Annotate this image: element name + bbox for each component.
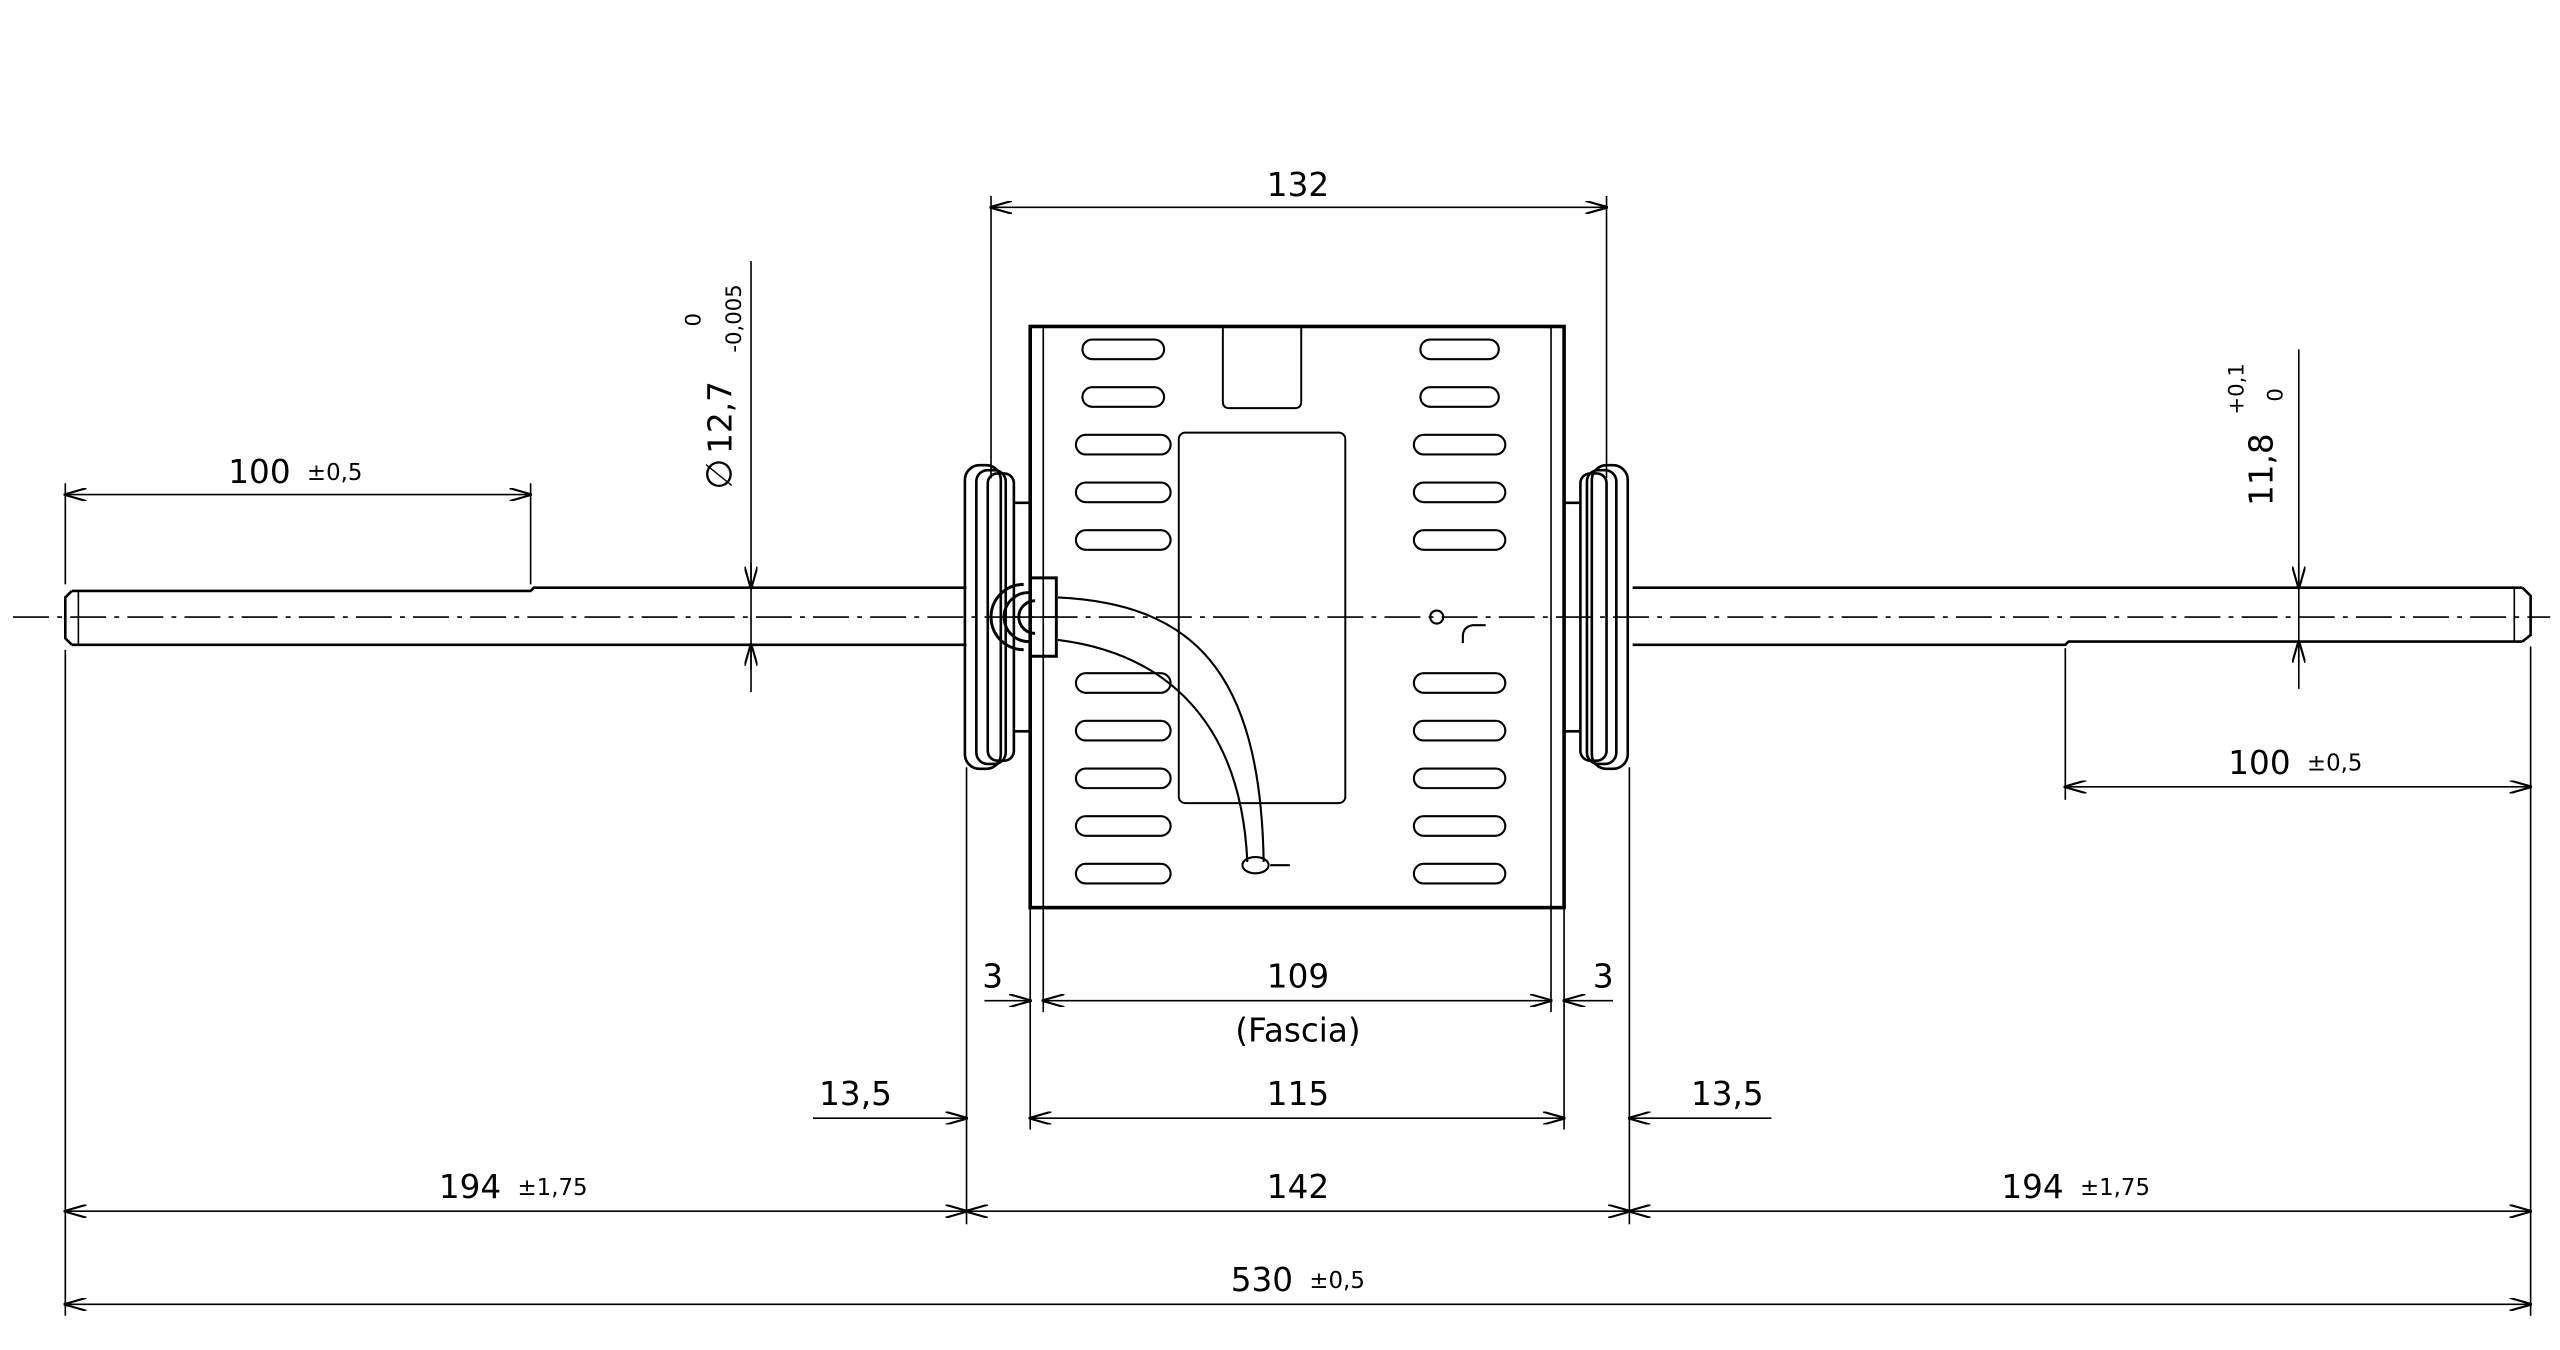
power-cable [1057,596,1486,875]
vent-slot [1412,719,1507,742]
ventilation-slots [1074,338,1507,885]
dim-diameter-tol-lower: -0,005 [722,284,747,352]
dim-13-5-right: 13,5 [1691,1075,1764,1113]
dim-194-left-tol: ±1,75 [518,1175,588,1201]
vent-slot [1074,529,1172,551]
dim-194-right: 194 [2001,1168,2063,1206]
dim-fascia-label: (Fascia) [1235,1011,1360,1049]
dim-3-right: 3 [1593,958,1614,996]
vent-slot [1074,862,1172,885]
dim-13-5-left: 13,5 [819,1075,892,1113]
dim-diameter: 12,7 [701,381,739,454]
dim-194-right-tol: ±1,75 [2080,1175,2150,1201]
vent-slot [1074,672,1172,694]
dim-flat-tol-upper: +0,1 [2224,363,2249,415]
diameter-symbol-icon: ∅ [699,458,740,489]
dim-194-left: 194 [439,1168,501,1206]
dim-142: 142 [1267,1168,1329,1206]
extension-lines [64,195,2532,1316]
dim-3-left: 3 [982,958,1003,996]
right-hub [1564,463,1630,771]
vent-slot [1419,338,1500,361]
vent-slot [1081,386,1166,408]
dim-flat: 11,8 [2243,433,2281,506]
vent-slot [1412,481,1507,504]
vent-slot [1412,815,1507,837]
dim-109: 109 [1267,958,1329,996]
cable-grommet [989,576,1058,658]
vent-slot [1412,767,1507,790]
vent-slot [1419,386,1500,408]
vent-slot [1074,719,1172,742]
dim-530: 530 [1231,1261,1293,1299]
dim-diameter-tol-upper: 0 [681,313,706,327]
dim-115: 115 [1267,1075,1329,1113]
dim-100-left-tol: ±0,5 [307,460,362,486]
dim-100-right-tol: ±0,5 [2307,750,2362,776]
dim-530-tol: ±0,5 [1309,1268,1364,1294]
dimension-lines [65,207,2530,1304]
dim-132: 132 [1267,166,1329,204]
vent-slot [1412,672,1507,694]
dimension-labels: 132 100 ±0,5 ∅ 12,7 0 -0,005 11,8 +0,1 0… [228,166,2362,1299]
vent-slot [1074,767,1172,790]
vent-slot [1074,433,1172,456]
vent-slot [1412,433,1507,456]
vent-slot [1074,815,1172,837]
dim-flat-tol-lower: 0 [2263,388,2288,402]
dim-100-left: 100 [228,453,290,491]
dim-flat-group: 11,8 +0,1 0 [2224,363,2288,506]
vent-slot [1074,481,1172,504]
dim-diameter-group: ∅ 12,7 0 -0,005 [681,284,747,490]
vent-slot [1081,338,1166,361]
vent-slot [1412,862,1507,885]
vent-slot [1412,529,1507,551]
dim-100-right: 100 [2228,744,2290,782]
